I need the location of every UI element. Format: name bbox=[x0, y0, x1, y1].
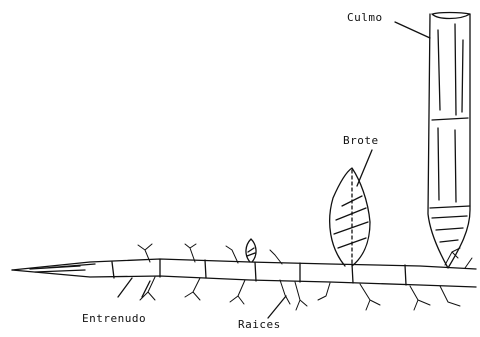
small-bud bbox=[246, 239, 256, 262]
raices-leader bbox=[268, 296, 286, 318]
brote-leader bbox=[357, 150, 372, 186]
culmo-leader bbox=[395, 22, 430, 38]
label-culmo: Culmo bbox=[347, 11, 383, 24]
shoot-brote bbox=[330, 168, 370, 266]
label-entrenudo: Entrenudo bbox=[82, 312, 146, 325]
label-brote: Brote bbox=[343, 134, 379, 147]
label-raices: Raices bbox=[238, 318, 281, 331]
culm-culmo bbox=[428, 13, 470, 269]
